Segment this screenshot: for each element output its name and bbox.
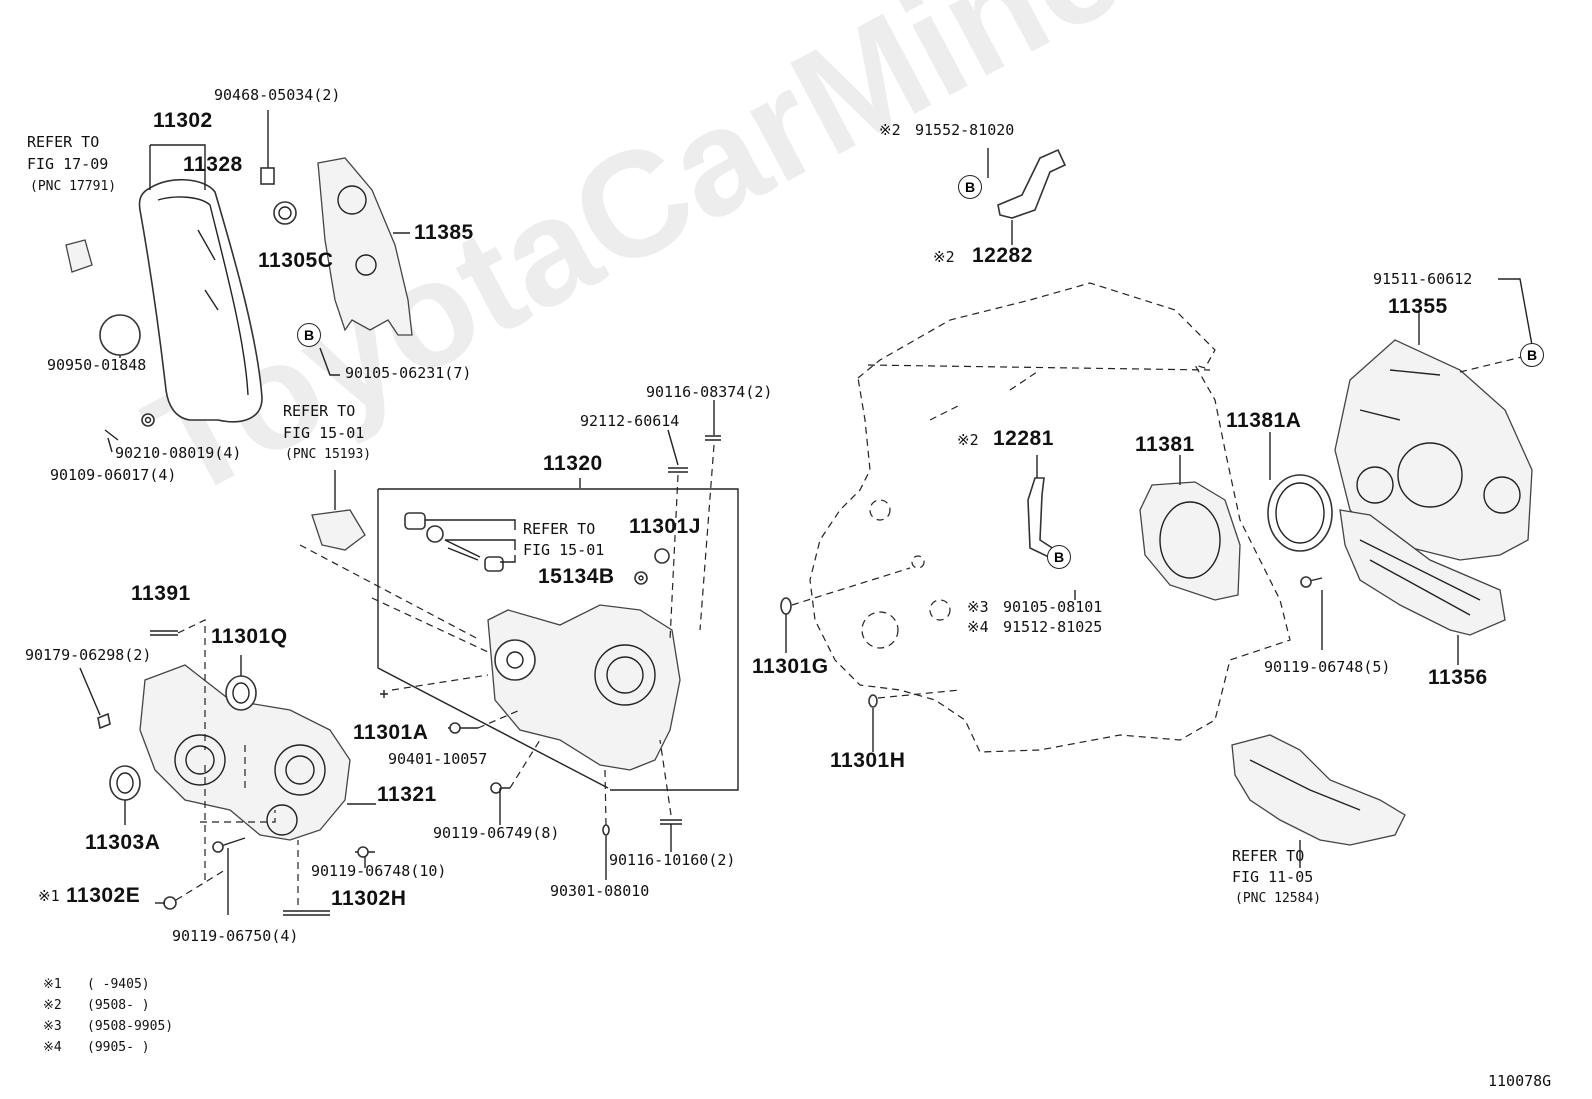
- retainer-11381: [1139, 481, 1241, 601]
- label-15134B: 15134B: [538, 565, 615, 588]
- label-90119-06748-5: 90119-06748(5): [1264, 658, 1391, 676]
- figure-code: 110078G: [1488, 1072, 1552, 1090]
- label-11302: 11302: [153, 109, 213, 132]
- label-90210-08019: 90210-08019(4): [115, 444, 242, 462]
- label-90105-08101: 90105-08101: [1003, 598, 1103, 616]
- backing-plate-11385: [317, 157, 413, 336]
- label-12282: 12282: [972, 244, 1033, 267]
- label-91511-60612: 91511-60612: [1373, 270, 1473, 288]
- note-3-text: (9508-9905): [87, 1019, 174, 1034]
- label-92112-60614: 92112-60614: [580, 412, 680, 430]
- note-4-text: (9905- ): [87, 1040, 150, 1055]
- label-11381: 11381: [1135, 433, 1195, 456]
- label-11301G: 11301G: [752, 655, 829, 678]
- label-90116-10160: 90116-10160(2): [609, 851, 736, 869]
- badge-b-left: B: [297, 323, 321, 347]
- badge-b-top: B: [958, 175, 982, 199]
- label-11301Q: 11301Q: [211, 625, 288, 648]
- refer-1709-line1: REFER TO: [27, 133, 100, 151]
- note-1-text: ( -9405): [87, 977, 150, 992]
- label-11302E-mark: ※1: [38, 887, 60, 905]
- note-3-mark: ※3: [43, 1019, 62, 1034]
- label-90105-06231: 90105-06231(7): [345, 364, 472, 382]
- refer-1105-line3: (PNC 12584): [1235, 891, 1322, 906]
- bracket-12282: [997, 148, 1067, 219]
- label-90105-08101-mark: ※3: [967, 598, 989, 616]
- label-11391: 11391: [131, 582, 191, 605]
- label-91512-81025: 91512-81025: [1003, 618, 1103, 636]
- note-4-mark: ※4: [43, 1040, 62, 1055]
- label-90119-06749: 90119-06749(8): [433, 824, 560, 842]
- label-91552-81020: 91552-81020: [915, 121, 1015, 139]
- label-90119-06750: 90119-06750(4): [172, 927, 299, 945]
- badge-b-right: B: [1520, 343, 1544, 367]
- refer-1709-line2: FIG 17-09: [27, 155, 109, 173]
- label-90401-10057: 90401-10057: [388, 750, 488, 768]
- refer-1501a-line1: REFER TO: [283, 402, 356, 420]
- label-12281: 12281: [993, 427, 1054, 450]
- refer-1105-line1: REFER TO: [1232, 847, 1305, 865]
- label-11385: 11385: [414, 221, 474, 244]
- label-90179-06298: 90179-06298(2): [25, 646, 152, 664]
- refer-1501a-line3: (PNC 15193): [285, 447, 372, 462]
- label-11302E: 11302E: [66, 884, 141, 907]
- label-11303A: 11303A: [85, 831, 161, 854]
- label-11381A: 11381A: [1226, 409, 1302, 432]
- note-2-text: (9508- ): [87, 998, 150, 1013]
- timing-cover-11302: [138, 178, 263, 423]
- label-12282-mark: ※2: [933, 248, 955, 266]
- label-91512-mark: ※4: [967, 618, 989, 636]
- label-11305C: 11305C: [258, 249, 334, 272]
- plate-11356: [1339, 509, 1506, 636]
- refer-1501b-line1: REFER TO: [523, 520, 596, 538]
- label-12281-mark: ※2: [957, 431, 979, 449]
- label-11301J: 11301J: [629, 515, 701, 538]
- label-11320: 11320: [543, 452, 603, 475]
- refer-1105-line2: FIG 11-05: [1232, 868, 1314, 886]
- label-91552-mark: ※2: [879, 121, 901, 139]
- note-2-mark: ※2: [43, 998, 62, 1013]
- housing-11321: [139, 664, 351, 841]
- label-11328: 11328: [183, 153, 243, 176]
- label-11302H: 11302H: [331, 887, 407, 910]
- label-11301A: 11301A: [353, 721, 429, 744]
- label-90109-06017: 90109-06017(4): [50, 466, 177, 484]
- label-11356: 11356: [1428, 666, 1488, 689]
- end-plate-11355: [1334, 339, 1533, 561]
- label-90116-08374: 90116-08374(2): [646, 383, 773, 401]
- refer-1709-line3: (PNC 17791): [30, 179, 117, 194]
- label-90301-08010: 90301-08010: [550, 882, 650, 900]
- oil-pan-refer: [1231, 734, 1406, 846]
- label-11321: 11321: [377, 783, 437, 806]
- label-90468-05034: 90468-05034(2): [214, 86, 341, 104]
- oil-pump-11320: [487, 604, 681, 771]
- refer-1501b-line2: FIG 15-01: [523, 541, 605, 559]
- badge-b-mid: B: [1047, 545, 1071, 569]
- label-90119-06748-10: 90119-06748(10): [311, 862, 447, 880]
- note-1-mark: ※1: [43, 977, 62, 992]
- refer-1501a-line2: FIG 15-01: [283, 424, 365, 442]
- label-11301H: 11301H: [830, 749, 906, 772]
- engine-block: [809, 282, 1291, 753]
- label-11355: 11355: [1388, 295, 1448, 318]
- label-90950-01848: 90950-01848: [47, 356, 147, 374]
